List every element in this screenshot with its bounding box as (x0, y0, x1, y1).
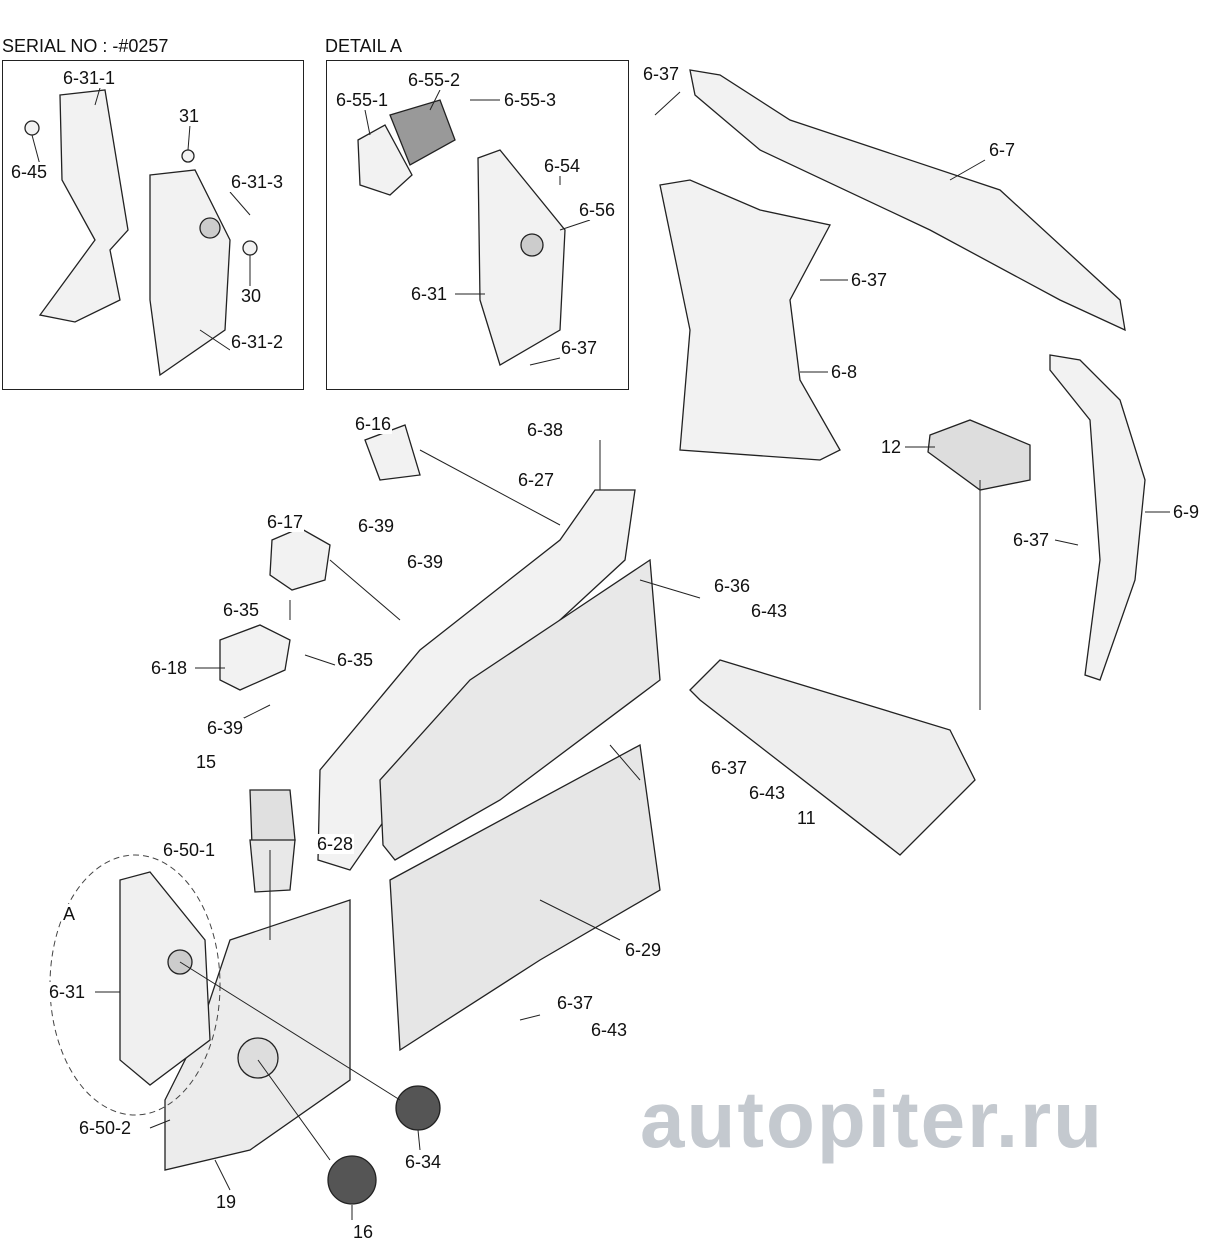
label-6-45: 6-45 (10, 162, 49, 182)
label-6-27: 6-27 (517, 470, 556, 490)
label-31: 31 (178, 106, 201, 126)
detail-a-heading: DETAIL A (325, 36, 403, 56)
panel-6-29 (389, 743, 661, 1052)
pillar-6-8 (659, 179, 841, 461)
label-6-16: 6-16 (354, 414, 393, 434)
label-6-39: 6-39 (206, 718, 245, 738)
label-6-38: 6-38 (526, 420, 565, 440)
label-6-43: 6-43 (590, 1020, 629, 1040)
label-6-36: 6-36 (713, 576, 752, 596)
serial-detail-box (2, 60, 304, 390)
label-6-37: 6-37 (710, 758, 749, 778)
label-6-37: 6-37 (1012, 530, 1051, 550)
bracket-6-31-1 (38, 89, 129, 323)
panel-6-31-detail (477, 149, 566, 366)
label-6-37: 6-37 (642, 64, 681, 84)
panel-6-31-a (119, 871, 211, 1086)
label-6-29: 6-29 (624, 940, 663, 960)
cup-6-50-1 (249, 839, 296, 893)
label-6-43: 6-43 (748, 783, 787, 803)
cup-15 (249, 789, 296, 846)
label-6-18: 6-18 (150, 658, 189, 678)
label-11: 11 (796, 808, 817, 828)
watermark: autopiter.ru (640, 1075, 1105, 1164)
label-6-55-3: 6-55-3 (503, 90, 558, 110)
label-6-8: 6-8 (830, 362, 859, 382)
panel-6-31-2 (149, 169, 231, 377)
label-6-17: 6-17 (266, 512, 305, 532)
panel-6-28 (379, 558, 661, 861)
label-6-55-2: 6-55-2 (407, 70, 462, 90)
label-6-9: 6-9 (1172, 502, 1201, 522)
label-6-31-3: 6-31-3 (230, 172, 285, 192)
label-15: 15 (195, 752, 218, 772)
label-6-28: 6-28 (316, 834, 355, 854)
pillar-6-9 (1049, 354, 1146, 681)
floor-mat-11 (689, 659, 976, 856)
label-detail-a: A (62, 904, 77, 924)
detail-a-box (326, 60, 629, 390)
label-6-31-2: 6-31-2 (230, 332, 285, 352)
label-19: 19 (215, 1192, 238, 1212)
label-16: 16 (352, 1222, 375, 1242)
serial-number-heading: SERIAL NO : -#0257 (2, 36, 169, 56)
label-6-37-detail: 6-37 (560, 338, 599, 358)
label-6-37: 6-37 (556, 993, 595, 1013)
label-6-31: 6-31 (48, 982, 87, 1002)
label-6-50-1: 6-50-1 (162, 840, 217, 860)
label-6-39: 6-39 (406, 552, 445, 572)
label-6-50-2: 6-50-2 (78, 1118, 133, 1138)
label-6-7: 6-7 (988, 140, 1017, 160)
label-30: 30 (240, 286, 263, 306)
label-6-56: 6-56 (578, 200, 617, 220)
label-12: 12 (880, 437, 903, 457)
label-6-43: 6-43 (750, 601, 789, 621)
label-6-31-detail: 6-31 (410, 284, 449, 304)
label-6-39: 6-39 (357, 516, 396, 536)
label-6-35: 6-35 (336, 650, 375, 670)
label-6-55-1: 6-55-1 (335, 90, 390, 110)
trim-6-7 (689, 69, 1126, 332)
label-6-35: 6-35 (222, 600, 261, 620)
mat-12 (927, 419, 1031, 491)
label-6-54: 6-54 (543, 156, 582, 176)
label-6-34: 6-34 (404, 1152, 443, 1172)
label-6-37: 6-37 (850, 270, 889, 290)
label-6-31-1: 6-31-1 (62, 68, 117, 88)
